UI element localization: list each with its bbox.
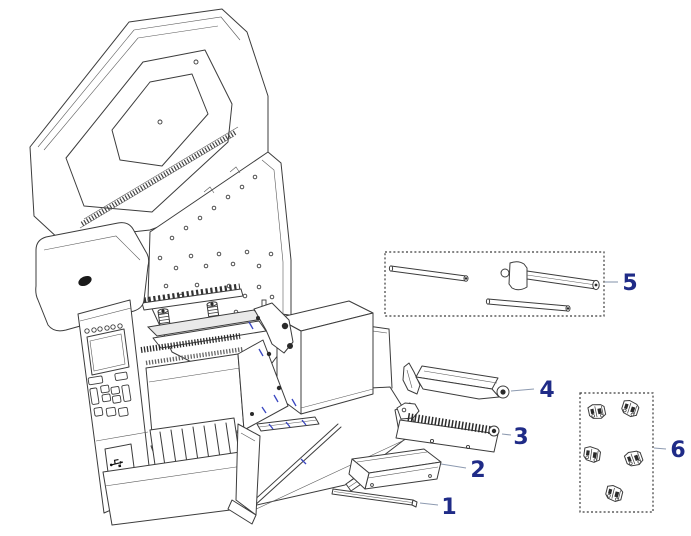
shaft-3 [485, 298, 571, 312]
base-edge-bar [249, 423, 339, 505]
shaft-1 [388, 265, 469, 282]
leader-line-3 [501, 433, 512, 436]
leader-line-6 [653, 447, 667, 450]
attachment-tick-marks [248, 321, 307, 465]
cable-clip [582, 445, 602, 464]
leader-line-2 [440, 463, 467, 469]
part-3-peel-assembly: 3 [395, 402, 529, 453]
callout-2-label: 2 [470, 458, 485, 483]
control-panel [77, 299, 153, 514]
cable-clip [587, 402, 607, 422]
part-5-shaft-set: 5 [384, 251, 638, 317]
leader-line-4 [510, 388, 535, 392]
brand-logo [78, 275, 92, 287]
part-5-group-box [384, 251, 605, 317]
shaft-2-with-flange [500, 261, 600, 291]
part-6-group-box [579, 392, 654, 513]
callout-6-label: 6 [670, 438, 685, 463]
led-indicators [84, 323, 123, 334]
part-3-roller [407, 413, 491, 434]
keypad [87, 371, 132, 417]
part-6-clip-set: 6 [579, 392, 686, 513]
printer-illustration [29, 8, 418, 526]
part-2-tray: 2 [348, 448, 486, 490]
callout-3-label: 3 [513, 425, 528, 450]
leader-line-1 [419, 502, 439, 506]
front-lower-panels [102, 417, 261, 526]
display-screen [86, 328, 130, 376]
usb-icon [109, 458, 124, 468]
electronics-box [276, 300, 374, 415]
cable-clip [619, 398, 641, 419]
cable-clip [604, 483, 625, 504]
cable-clip [623, 448, 645, 469]
part-3-bracket [396, 402, 420, 420]
callout-1-label: 1 [441, 495, 456, 520]
media-door-edge [235, 423, 261, 516]
callout-4-label: 4 [539, 378, 554, 403]
part-1-tear-strip: 1 [331, 488, 457, 520]
part-4-roller-assembly: 4 [402, 362, 555, 403]
callout-5-label: 5 [622, 271, 637, 296]
